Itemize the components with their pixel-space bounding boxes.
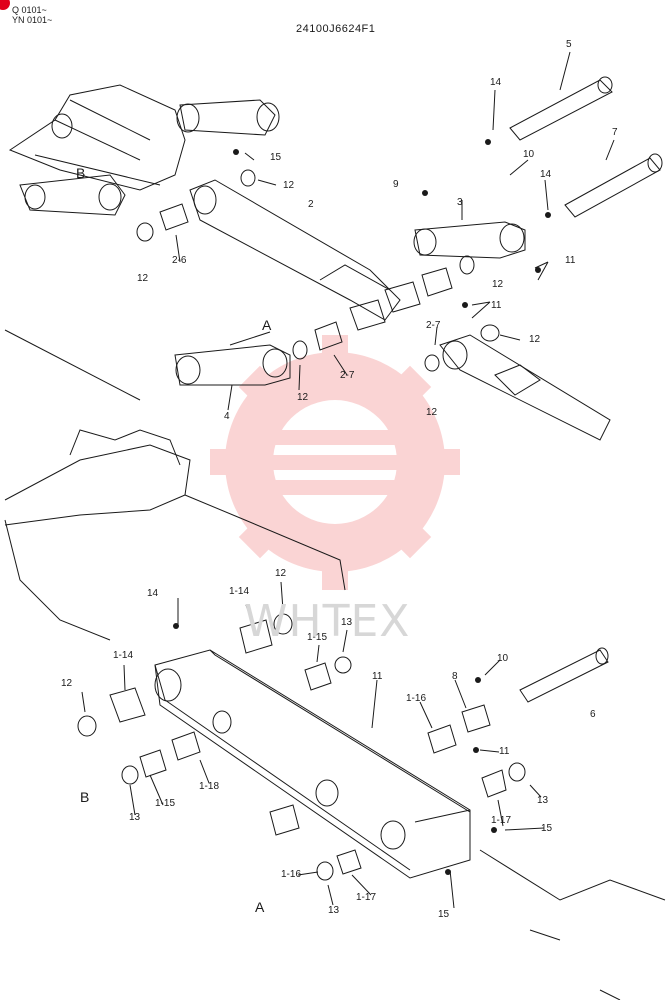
callout-label: B	[76, 165, 86, 181]
watermark-gear-icon	[210, 335, 460, 590]
callout-label: 12	[492, 279, 504, 290]
callout-label: 2-7	[340, 370, 355, 381]
callout-label: 15	[541, 823, 553, 834]
callout-label: 11	[565, 255, 576, 266]
callout-label: 10	[497, 653, 509, 664]
callout-label: 1-16	[406, 693, 427, 704]
callout-label: 5	[566, 39, 572, 50]
callout-label: 14	[540, 169, 552, 180]
callout-label: 7	[612, 127, 618, 138]
callout-label: 12	[283, 180, 295, 191]
callout-label: 2	[308, 199, 314, 210]
callout-label: 15	[270, 152, 282, 163]
callout-label: 12	[137, 273, 149, 284]
callout-label: 11	[491, 300, 502, 311]
callout-label: 1-14	[229, 586, 250, 597]
drawing-code: 24100J6624F1	[296, 23, 376, 35]
serial-range-2: YN 0101~	[12, 15, 53, 25]
callout-label: 13	[129, 812, 141, 823]
callout-label: 1-15	[307, 632, 328, 643]
callout-label: 13	[341, 617, 353, 628]
callout-label: 2-7	[426, 320, 441, 331]
callout-label: 8	[452, 671, 458, 682]
corner-marker	[0, 0, 10, 10]
callout-label: 11	[499, 746, 510, 757]
callout-label: 1-14	[113, 650, 134, 661]
callout-label: 1-16	[281, 869, 302, 880]
callout-label: A	[255, 899, 265, 915]
callout-label: 9	[393, 179, 399, 190]
callout-label: 6	[590, 709, 596, 720]
callout-label: 1-18	[199, 781, 220, 792]
callout-label: 14	[490, 77, 502, 88]
callout-label: 13	[537, 795, 549, 806]
callout-label: 10	[523, 149, 535, 160]
callout-label: 12	[61, 678, 73, 689]
callout-label: 4	[224, 411, 230, 422]
callout-label: 11	[372, 671, 383, 682]
callout-label: B	[80, 789, 90, 805]
callout-label: 12	[275, 568, 287, 579]
callout-label: 3	[457, 197, 463, 208]
callout-label: 14	[147, 588, 159, 599]
callout-label: 1-17	[491, 815, 512, 826]
callout-label: 1-17	[356, 892, 377, 903]
watermark-text: WHTEX	[244, 596, 411, 647]
serial-range-1: Q 0101~	[12, 5, 47, 15]
callout-label: 12	[426, 407, 438, 418]
callout-label: 2-6	[172, 255, 187, 266]
callout-label: 12	[529, 334, 541, 345]
callout-label: 12	[297, 392, 309, 403]
callout-label: 13	[328, 905, 340, 916]
callout-label: 1-15	[155, 798, 176, 809]
callout-label: 15	[438, 909, 450, 920]
callout-label: A	[262, 317, 272, 333]
